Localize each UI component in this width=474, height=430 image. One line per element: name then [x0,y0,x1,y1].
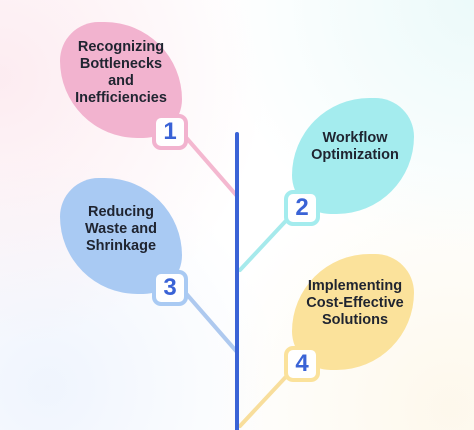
step-2-label: Workflow Optimization [311,130,399,163]
step-3-badge: 3 [152,270,188,306]
step-4-badge: 4 [284,346,320,382]
step-1-badge: 1 [152,114,188,150]
branch-line-3 [181,288,239,354]
branch-line-1 [181,132,239,198]
step-1-number: 1 [163,118,177,145]
step-3-number: 3 [163,274,177,301]
step-3-label: Reducing Waste and Shrinkage [85,203,157,254]
step-2-number: 2 [295,194,309,221]
step-4-number: 4 [295,350,309,377]
step-1-label: Recognizing Bottlenecks and Inefficienci… [75,39,167,106]
step-2-badge: 2 [284,190,320,226]
step-4-label: Implementing Cost-Effective Solutions [306,277,404,328]
